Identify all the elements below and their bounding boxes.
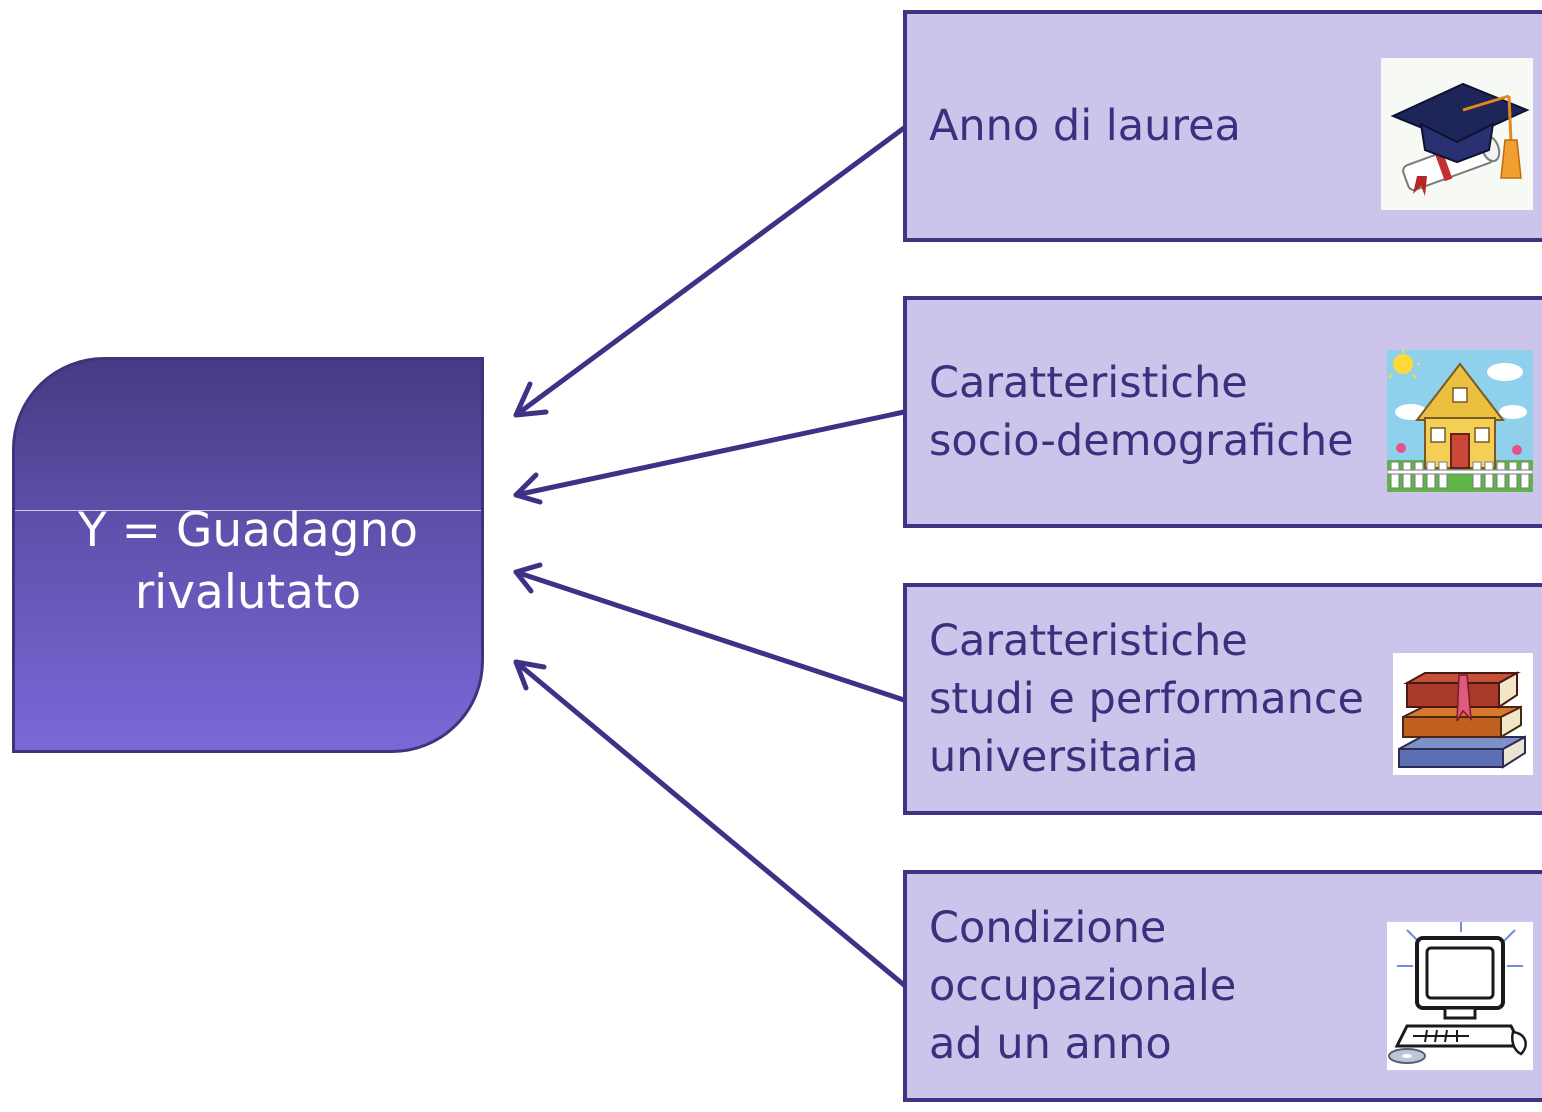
computer-icon bbox=[1387, 922, 1533, 1070]
books-stack-icon bbox=[1393, 653, 1533, 775]
arrow-1 bbox=[513, 125, 907, 418]
factor-label: Anno di laurea bbox=[929, 101, 1241, 151]
factor-box-condizione-occupazionale: Condizione occupazionale ad un anno bbox=[903, 870, 1542, 1102]
factor-box-socio-demografiche: Caratteristiche socio-demografiche bbox=[903, 296, 1542, 528]
arrowhead-3 bbox=[513, 562, 543, 594]
target-variable-box: Y = Guadagno rivalutato bbox=[12, 357, 484, 753]
arrow-4 bbox=[513, 659, 907, 988]
house-icon bbox=[1387, 350, 1533, 492]
factor-box-anno-laurea: Anno di laurea bbox=[903, 10, 1542, 242]
factor-label: Caratteristiche socio-demografiche bbox=[929, 358, 1354, 466]
factor-label: Caratteristiche studi e performance univ… bbox=[929, 616, 1364, 782]
arrowhead-1 bbox=[513, 381, 549, 418]
arrowhead-4 bbox=[513, 659, 547, 691]
arrow-3 bbox=[513, 569, 907, 703]
arrowhead-2 bbox=[513, 472, 543, 505]
graduation-cap-diploma-icon bbox=[1381, 58, 1533, 210]
box-highlight bbox=[15, 510, 481, 511]
factor-label: Condizione occupazionale ad un anno bbox=[929, 903, 1237, 1069]
arrow-2 bbox=[513, 409, 907, 498]
target-variable-label: Y = Guadagno rivalutato bbox=[78, 503, 418, 620]
factor-box-studi-performance: Caratteristiche studi e performance univ… bbox=[903, 583, 1542, 815]
